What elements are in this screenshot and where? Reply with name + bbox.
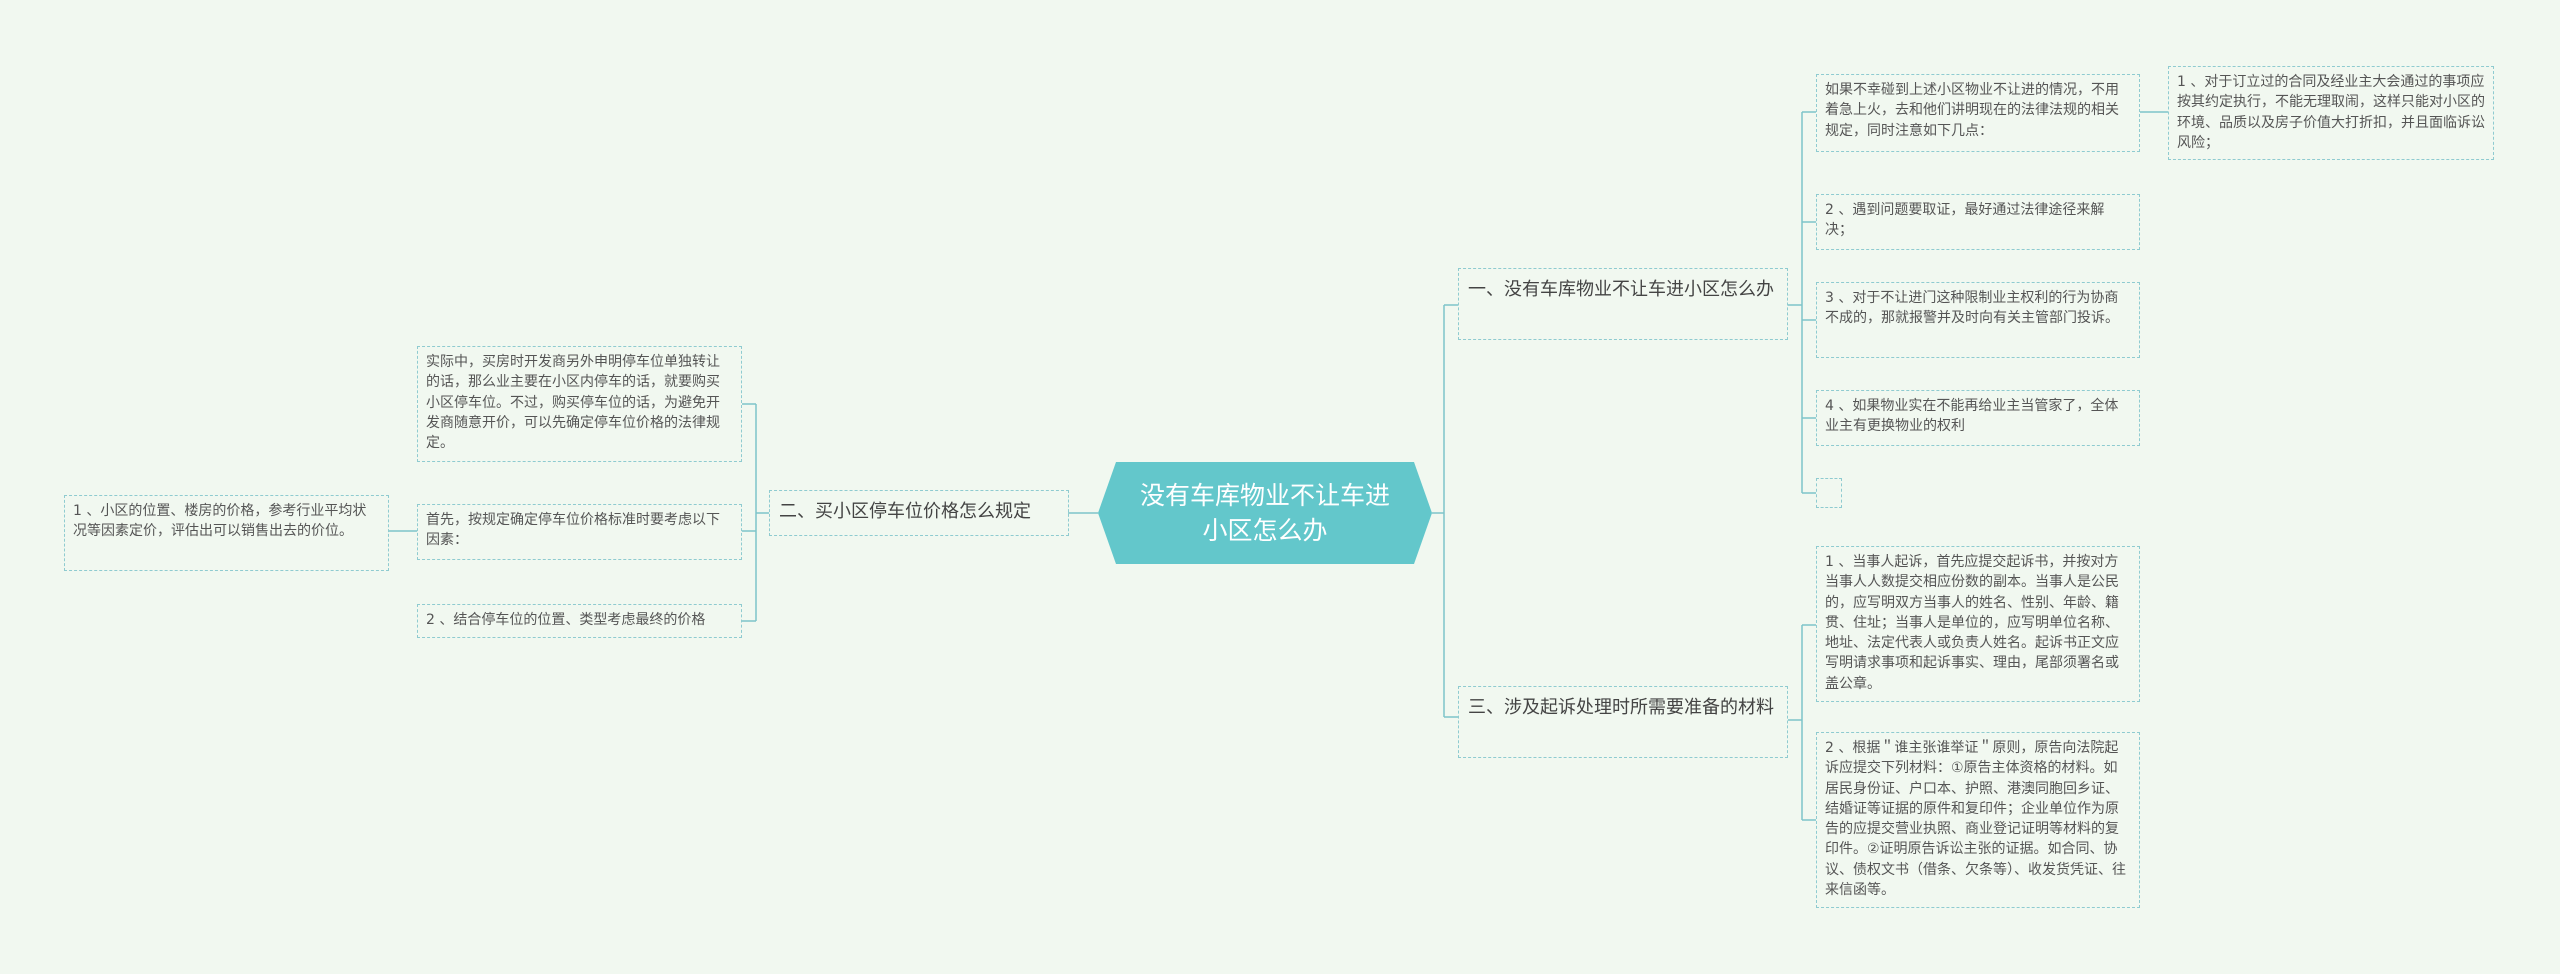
branch1-child-2[interactable]: 2 、遇到问题要取证，最好通过法律途径来解决； (1816, 194, 2140, 250)
branch2-child-2[interactable]: 首先，按规定确定停车位价格标准时要考虑以下因素： (417, 504, 742, 560)
branch1-child-1[interactable]: 如果不幸碰到上述小区物业不让进的情况，不用着急上火，去和他们讲明现在的法律法规的… (1816, 74, 2140, 152)
branch2-child-3[interactable]: 2 、结合停车位的位置、类型考虑最终的价格 (417, 604, 742, 638)
connector-root-right (1432, 304, 1458, 718)
branch-node-1[interactable]: 一、没有车库物业不让车进小区怎么办 (1458, 268, 1788, 340)
branch1-child-3[interactable]: 3 、对于不让进门这种限制业主权利的行为协商不成的，那就报警并及时向有关主管部门… (1816, 282, 2140, 358)
branch1-child-4[interactable]: 4 、如果物业实在不能再给业主当管家了，全体业主有更换物业的权利 (1816, 390, 2140, 446)
root-node[interactable]: 没有车库物业不让车进小区怎么办 (1098, 462, 1432, 564)
branch-node-3[interactable]: 三、涉及起诉处理时所需要准备的材料 (1458, 686, 1788, 758)
branch1-child-5-empty[interactable] (1816, 478, 1842, 508)
branch1-child-1-sub-1[interactable]: 1 、对于订立过的合同及经业主大会通过的事项应按其约定执行，不能无理取闹，这样只… (2168, 66, 2494, 160)
branch2-child-2-sub-1[interactable]: 1 、小区的位置、楼房的价格，参考行业平均状况等因素定价，评估出可以销售出去的价… (64, 495, 389, 571)
branch3-child-2[interactable]: 2 、根据＂谁主张谁举证＂原则，原告向法院起诉应提交下列材料：①原告主体资格的材… (1816, 732, 2140, 908)
connector-branch2 (742, 403, 769, 622)
connector-branch3 (1788, 624, 1816, 821)
connector-branch1 (1788, 111, 1816, 494)
branch-node-2[interactable]: 二、买小区停车位价格怎么规定 (769, 490, 1069, 536)
branch2-child-1[interactable]: 实际中，买房时开发商另外申明停车位单独转让的话，那么业主要在小区内停车的话，就要… (417, 346, 742, 462)
branch3-child-1[interactable]: 1 、当事人起诉，首先应提交起诉书，并按对方当事人人数提交相应份数的副本。当事人… (1816, 546, 2140, 702)
